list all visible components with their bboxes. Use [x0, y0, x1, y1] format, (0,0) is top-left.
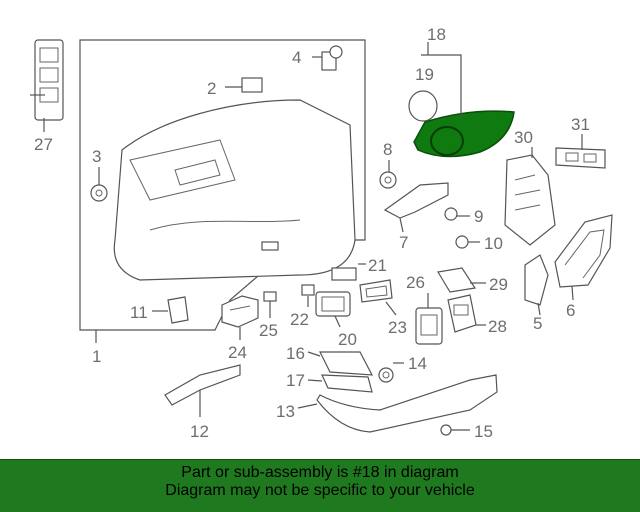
banner-line-2: Diagram may not be specific to your vehi…: [165, 482, 475, 499]
switch-panel-28: [447, 294, 477, 333]
bracket-30: [504, 154, 556, 246]
callout-12: 12: [190, 422, 209, 441]
callout-labels: 1 2 3 4 5 6 7 8 9 10 11 12 13 14 15 16 1…: [34, 25, 590, 441]
callout-31: 31: [571, 115, 590, 134]
callout-11: 11: [130, 303, 148, 322]
grommet-14: [378, 367, 394, 383]
door-panel: [79, 39, 366, 331]
info-banner: Part or sub-assembly is #18 in diagram D…: [0, 459, 640, 512]
part-12: [164, 364, 241, 406]
callout-27: 27: [34, 135, 53, 154]
callout-29: 29: [489, 275, 508, 294]
switch-26: [415, 307, 443, 345]
trim-17: [321, 374, 373, 393]
banner-line-1: Part or sub-assembly is #18 in diagram: [181, 464, 459, 481]
callout-23: 23: [388, 318, 407, 337]
part-24: [221, 295, 259, 328]
screw-15: [440, 424, 470, 436]
callout-18: 18: [427, 25, 446, 44]
switch-31: [555, 147, 606, 169]
ring-19: [408, 90, 438, 122]
callout-30: 30: [514, 128, 533, 147]
callout-20: 20: [338, 330, 357, 349]
screw-9: [444, 207, 470, 221]
callout-19: 19: [415, 65, 434, 84]
ring-clip-10: [455, 235, 469, 249]
callout-13: 13: [276, 402, 295, 421]
callout-26: 26: [406, 273, 425, 292]
part-18-highlighted: [413, 110, 515, 158]
callout-4: 4: [292, 48, 301, 67]
callout-24: 24: [228, 343, 247, 362]
callout-17: 17: [286, 371, 305, 390]
door-parts-diagram: 1 2 3 4 5 6 7 8 9 10 11 12 13 14 15 16 1…: [30, 25, 613, 441]
part-11: [167, 296, 189, 324]
fastener-4: [321, 45, 343, 71]
callout-28: 28: [488, 317, 507, 336]
callout-1: 1: [92, 347, 101, 366]
window-switch-part: [34, 39, 64, 121]
trim-16: [319, 351, 374, 376]
callout-14: 14: [408, 354, 427, 373]
pull-cup-20: [315, 291, 351, 317]
callout-25: 25: [259, 321, 278, 340]
bulb-22: [301, 284, 315, 296]
callout-5: 5: [533, 314, 542, 333]
bulb-21: [331, 267, 357, 281]
callout-15: 15: [474, 422, 493, 441]
clip-part: [90, 184, 108, 202]
handle-7: [383, 182, 449, 219]
callout-16: 16: [286, 344, 305, 363]
callout-7: 7: [399, 233, 408, 252]
callout-2: 2: [207, 79, 216, 98]
callout-8: 8: [383, 140, 392, 159]
callout-21: 21: [368, 256, 387, 275]
bezel-23: [359, 279, 393, 303]
leader-lines: [30, 42, 583, 417]
callout-6: 6: [566, 301, 575, 320]
part-25: [263, 291, 277, 302]
callout-22: 22: [290, 310, 309, 329]
trim-13: [316, 374, 498, 433]
callout-3: 3: [92, 147, 101, 166]
latch-5: [524, 254, 549, 306]
armrest-bracket-6: [554, 214, 613, 288]
callout-9: 9: [474, 207, 483, 226]
grommet-8: [379, 171, 397, 189]
part-29: [437, 267, 477, 293]
callout-10: 10: [484, 234, 503, 253]
fastener-2: [241, 77, 263, 93]
